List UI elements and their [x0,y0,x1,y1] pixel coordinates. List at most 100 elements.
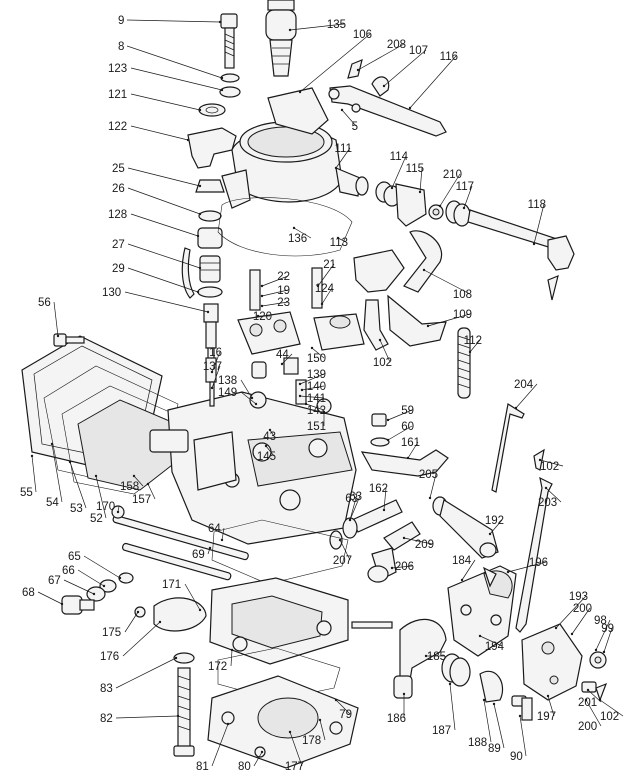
part-label-197: 197 [537,711,556,723]
rod-203-part [515,476,553,633]
part-label-113: 113 [330,237,348,249]
part-label-193: 193 [569,591,588,603]
leader-dot-59 [386,418,390,422]
leader-line-82 [115,715,179,719]
leader-dot-5 [340,108,344,112]
part-label-65: 65 [68,551,81,563]
leader-dot-194 [478,634,482,638]
leader-dot-53 [68,460,72,464]
leader-dot-81 [226,722,230,726]
part-label-98: 98 [594,615,607,627]
leader-dot-176 [158,620,162,624]
leader-line-27 [127,243,201,269]
leader-dot-118 [532,242,536,246]
leader-dot-206 [390,566,394,570]
leader-dot-204 [514,406,518,410]
leader-line-172 [230,649,233,667]
jet-block-part [237,267,365,355]
part-label-192: 192 [485,515,504,527]
part-label-124: 124 [315,283,335,295]
leader-line-200 [571,607,591,635]
leader-dot-136 [292,226,296,230]
part-label-194: 194 [485,641,505,653]
leader-dot-141 [298,394,302,398]
leader-line-63 [349,495,361,521]
part-label-56: 56 [38,297,51,309]
part-label-43: 43 [263,431,276,443]
leader-dot-192 [488,532,492,536]
leader-line-63 [349,497,357,521]
leader-line-130 [124,291,209,313]
leader-line-141 [299,395,325,399]
leader-dot-128 [196,234,200,238]
leader-dot-203 [544,486,548,490]
leader-dot-142 [304,402,308,406]
leader-dot-44 [280,362,284,366]
leader-line-207 [339,539,351,561]
leader-line-52 [95,475,107,519]
part-label-9: 9 [118,15,124,27]
leader-dot-193 [554,626,558,630]
spring-187-part [441,653,533,721]
part-label-184: 184 [452,555,472,567]
part-label-171: 171 [162,579,181,591]
part-label-149: 149 [218,387,237,399]
leader-line-208 [357,43,405,71]
part-label-44: 44 [276,349,289,361]
part-label-89: 89 [488,743,501,755]
part-label-52: 52 [90,513,103,525]
leader-line-124 [321,287,333,305]
lever-192-part [432,496,499,559]
leader-dot-8 [220,76,224,80]
rod-204-part [491,403,525,493]
leader-line-158 [133,475,144,487]
float-cover-part [21,335,189,495]
leader-line-177 [289,731,303,767]
leader-dot-80 [260,750,264,754]
bracket-196-part [447,565,517,657]
leader-line-89 [493,703,505,749]
gasket-136-part [217,197,353,257]
leader-line-176 [122,621,161,657]
leader-line-171 [184,583,201,611]
part-label-21: 21 [323,259,336,271]
leader-line-64 [221,527,225,541]
leader-dot-109 [426,324,430,328]
bolt-82-part [173,652,195,757]
part-label-123: 123 [108,63,127,75]
leader-dot-158 [132,474,136,478]
leader-line-194 [479,635,503,647]
leader-line-107 [383,49,427,87]
part-label-26: 26 [112,183,125,195]
part-label-55: 55 [20,487,33,499]
part-label-205: 205 [419,469,438,481]
part-label-64: 64 [208,523,221,535]
part-label-188: 188 [468,737,487,749]
right-linkage-part [375,181,575,271]
leader-line-188 [483,699,492,743]
leader-line-19 [261,289,289,297]
leader-line-26 [127,187,201,215]
part-label-67: 67 [48,575,61,587]
leader-dot-209 [402,536,406,540]
leader-dot-99 [602,650,606,654]
leader-line-111 [335,147,351,169]
leader-line-8 [126,45,223,79]
part-label-23: 23 [277,297,290,309]
washers-part [198,73,241,117]
leader-line-187 [449,683,456,731]
leader-dot-130 [206,310,210,314]
leader-dot-140 [300,388,304,392]
leader-dot-185 [424,654,428,658]
leader-line-184 [461,559,476,581]
leader-line-209 [403,537,433,545]
leader-line-59 [387,409,413,421]
spring-112-part [457,327,471,399]
part-label-204: 204 [514,379,534,391]
leader-dot-98 [594,648,598,652]
leader-dot-52 [94,474,98,478]
leader-line-43 [269,429,275,437]
leader-dot-207 [338,538,342,542]
